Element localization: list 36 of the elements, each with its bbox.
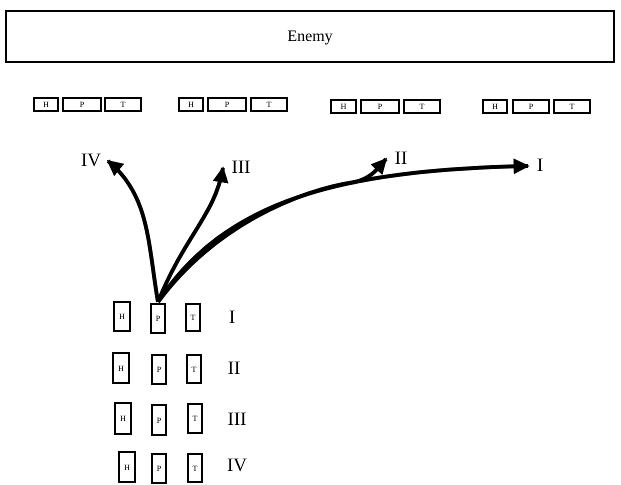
enemy-box: Enemy (5, 10, 615, 63)
unit-box: H (113, 301, 131, 332)
unit-box: P (150, 303, 166, 334)
unit-box: H (33, 97, 59, 112)
unit-box: T (403, 99, 441, 114)
arrow (106, 160, 160, 302)
unit-box: H (330, 99, 357, 114)
roman-numeral: III (226, 409, 248, 431)
unit-box: T (185, 303, 201, 332)
unit-box: H (112, 352, 130, 384)
unit-box: P (207, 97, 247, 112)
unit-box: P (151, 404, 167, 436)
unit-box: P (360, 99, 400, 114)
unit-box: P (151, 453, 167, 484)
unit-box: H (118, 451, 136, 483)
roman-numeral: II (390, 148, 412, 170)
unit-box: T (104, 97, 142, 112)
roman-numeral: II (226, 358, 242, 380)
unit-box: T (186, 354, 202, 384)
unit-box: P (512, 99, 550, 114)
unit-box: H (482, 99, 508, 114)
unit-box: T (250, 97, 288, 112)
unit-box: T (553, 99, 591, 114)
arrow (156, 166, 228, 303)
roman-numeral: III (227, 157, 255, 179)
unit-box: T (187, 403, 203, 434)
roman-numeral: IV (78, 150, 104, 172)
roman-numeral: I (228, 307, 236, 329)
unit-box: T (187, 453, 203, 483)
unit-box: H (114, 402, 132, 435)
unit-box: P (151, 354, 167, 385)
arrow (156, 158, 530, 304)
roman-numeral: IV (226, 455, 248, 477)
unit-box: H (178, 97, 204, 112)
unit-box: P (62, 97, 102, 112)
roman-numeral: I (532, 155, 548, 177)
